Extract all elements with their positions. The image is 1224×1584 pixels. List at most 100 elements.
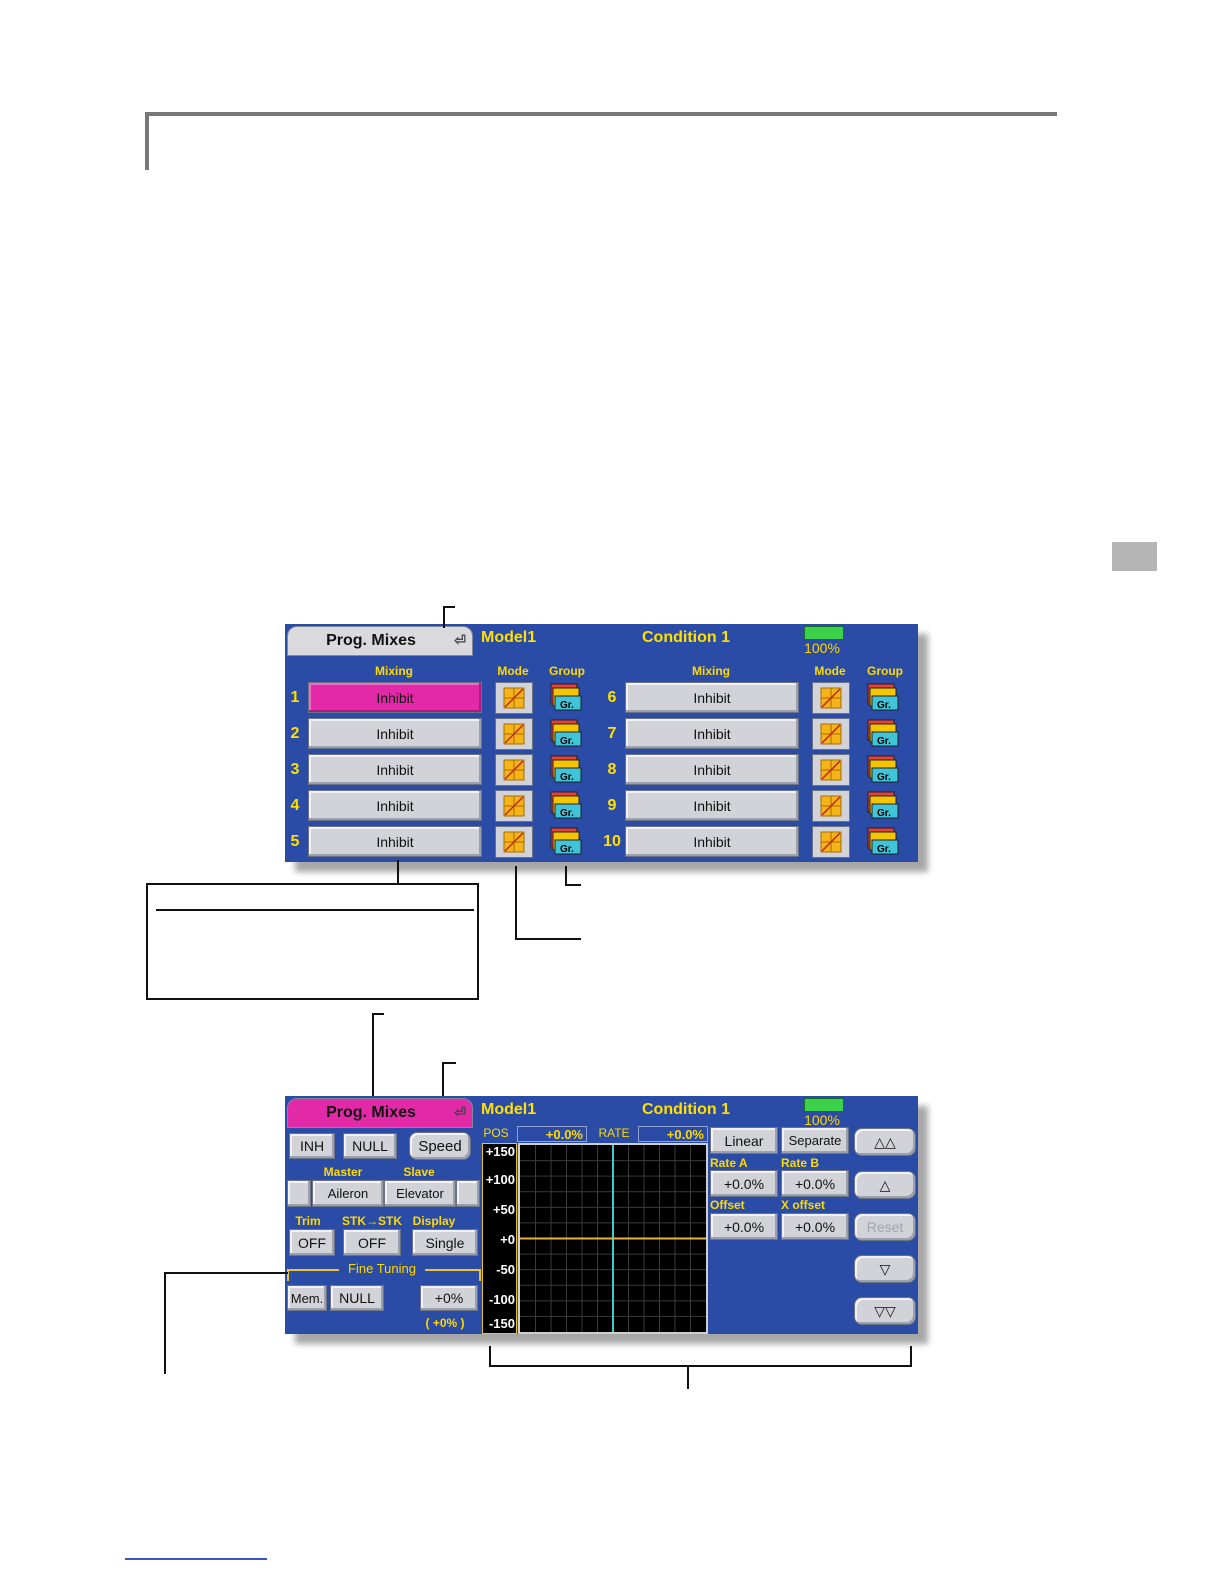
row-number: 2 xyxy=(290,725,300,742)
mode-curve-icon[interactable] xyxy=(812,754,850,786)
display-label: Display xyxy=(412,1214,456,1228)
y-tick: +150 xyxy=(485,1144,515,1159)
rate-a-button[interactable]: +0.0% xyxy=(710,1170,778,1197)
y-tick: -50 xyxy=(496,1262,515,1277)
mixing-slot-button[interactable]: Inhibit xyxy=(625,718,799,749)
row-number: 5 xyxy=(290,833,300,850)
model-name: Model1 xyxy=(481,1101,537,1118)
mixing-slot-button[interactable]: Inhibit xyxy=(625,826,799,857)
separate-button[interactable]: Separate xyxy=(781,1127,849,1154)
rate-value: +0.0% xyxy=(638,1126,708,1142)
x-offset-button[interactable]: +0.0% xyxy=(781,1213,849,1240)
mode-curve-icon[interactable] xyxy=(495,718,533,750)
svg-text:Gr.: Gr. xyxy=(877,700,891,711)
battery-percent: 100% xyxy=(804,640,840,656)
screen2-title-tab[interactable]: Prog. Mixes ⏎ xyxy=(287,1098,473,1128)
mode-curve-icon[interactable] xyxy=(812,682,850,714)
inh-button[interactable]: INH xyxy=(289,1133,335,1159)
back-icon[interactable]: ⏎ xyxy=(454,632,466,648)
group-folder-icon[interactable]: Gr. xyxy=(864,718,902,750)
mixing-slot-button[interactable]: Inhibit xyxy=(308,826,482,857)
slave-select[interactable]: Elevator xyxy=(384,1180,456,1207)
trim-label: Trim xyxy=(295,1214,321,1228)
svg-text:Gr.: Gr. xyxy=(877,808,891,819)
y-tick: -100 xyxy=(488,1292,515,1307)
condition-name: Condition 1 xyxy=(642,629,730,646)
mixing-header-right: Mixing xyxy=(692,664,730,678)
group-header-left: Group xyxy=(549,664,585,678)
row-number: 1 xyxy=(290,689,300,706)
mixing-slot-button[interactable]: Inhibit xyxy=(308,718,482,749)
group-folder-icon[interactable]: Gr. xyxy=(547,682,585,714)
prog-mixes-detail-screen: Prog. Mixes ⏎ Model1 Condition 1 100% IN… xyxy=(285,1096,918,1334)
page-down-fast-button[interactable]: ▽▽ xyxy=(854,1297,916,1325)
group-folder-icon[interactable]: Gr. xyxy=(864,682,902,714)
svg-text:Gr.: Gr. xyxy=(560,844,574,855)
fine-value-button[interactable]: +0% xyxy=(420,1285,478,1311)
mixing-slot-button[interactable]: Inhibit xyxy=(625,790,799,821)
speed-button[interactable]: Speed xyxy=(409,1132,471,1160)
screen2-title: Prog. Mixes xyxy=(326,1104,416,1121)
y-tick: +50 xyxy=(492,1202,515,1217)
mode-curve-icon[interactable] xyxy=(495,826,533,858)
rate-b-button[interactable]: +0.0% xyxy=(781,1170,849,1197)
trim-button[interactable]: OFF xyxy=(289,1229,335,1256)
mode-curve-icon[interactable] xyxy=(812,718,850,750)
svg-text:Gr.: Gr. xyxy=(877,844,891,855)
slave-right-arrow[interactable] xyxy=(456,1180,480,1207)
row-number: 3 xyxy=(290,761,300,778)
master-label: Master xyxy=(323,1165,363,1179)
display-button[interactable]: Single xyxy=(412,1229,478,1256)
svg-text:Gr.: Gr. xyxy=(560,808,574,819)
mixing-slot-button[interactable]: Inhibit xyxy=(625,682,799,713)
mixing-slot-button[interactable]: Inhibit xyxy=(308,754,482,785)
row-number: 7 xyxy=(607,725,617,742)
group-folder-icon[interactable]: Gr. xyxy=(547,790,585,822)
stk-button[interactable]: OFF xyxy=(343,1229,401,1256)
mode-curve-icon[interactable] xyxy=(495,682,533,714)
screen-title-tab[interactable]: Prog. Mixes ⏎ xyxy=(287,626,473,656)
group-folder-icon[interactable]: Gr. xyxy=(864,826,902,858)
screen-title: Prog. Mixes xyxy=(326,632,416,649)
page-up-button[interactable]: △ xyxy=(854,1171,916,1199)
offset-button[interactable]: +0.0% xyxy=(710,1213,778,1240)
mix-curve-graph[interactable] xyxy=(518,1143,708,1334)
mixing-header-left: Mixing xyxy=(375,664,413,678)
back-icon[interactable]: ⏎ xyxy=(454,1104,466,1120)
linear-button[interactable]: Linear xyxy=(710,1127,778,1154)
fine-sub-value: ( +0% ) xyxy=(425,1316,465,1330)
mode-curve-icon[interactable] xyxy=(812,790,850,822)
group-folder-icon[interactable]: Gr. xyxy=(547,826,585,858)
svg-text:Gr.: Gr. xyxy=(560,700,574,711)
null-button[interactable]: NULL xyxy=(343,1133,397,1159)
group-folder-icon[interactable]: Gr. xyxy=(864,790,902,822)
group-folder-icon[interactable]: Gr. xyxy=(547,718,585,750)
model-name: Model1 xyxy=(481,629,537,646)
page-up-fast-button[interactable]: △△ xyxy=(854,1128,916,1156)
mem-button[interactable]: Mem. xyxy=(287,1285,327,1311)
side-tab xyxy=(1112,542,1157,571)
mode-curve-icon[interactable] xyxy=(495,790,533,822)
condition-name: Condition 1 xyxy=(642,1101,730,1118)
footer-link-underline[interactable] xyxy=(125,1558,267,1560)
mixing-slot-button[interactable]: Inhibit xyxy=(308,790,482,821)
mixing-slot-button[interactable]: Inhibit xyxy=(625,754,799,785)
group-folder-icon[interactable]: Gr. xyxy=(547,754,585,786)
rate-b-label: Rate B xyxy=(781,1156,820,1170)
battery-percent: 100% xyxy=(804,1112,840,1128)
master-select[interactable]: Aileron xyxy=(312,1180,384,1207)
reset-button[interactable]: Reset xyxy=(854,1213,916,1241)
mixing-slot-button[interactable]: Inhibit xyxy=(308,682,482,713)
page-down-button[interactable]: ▽ xyxy=(854,1255,916,1283)
group-header-right: Group xyxy=(867,664,903,678)
master-left-arrow[interactable] xyxy=(287,1180,311,1207)
svg-text:Gr.: Gr. xyxy=(560,772,574,783)
fine-null-button[interactable]: NULL xyxy=(330,1285,384,1311)
rate-a-label: Rate A xyxy=(710,1156,748,1170)
y-tick: -150 xyxy=(488,1316,515,1331)
mode-curve-icon[interactable] xyxy=(812,826,850,858)
mix-curve-svg xyxy=(520,1145,706,1332)
group-folder-icon[interactable]: Gr. xyxy=(864,754,902,786)
mode-curve-icon[interactable] xyxy=(495,754,533,786)
battery-icon xyxy=(804,1098,844,1112)
